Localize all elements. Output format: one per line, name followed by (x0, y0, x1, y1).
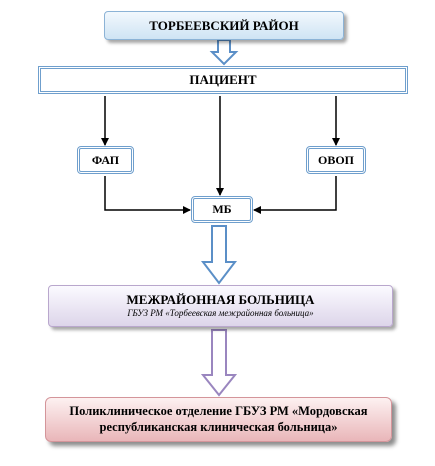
interdistrict-subtitle: ГБУЗ РМ «Торбеевская межрайонная больниц… (127, 308, 314, 319)
arrow-fap-to-mb (104, 176, 191, 214)
patient-title: ПАЦИЕНТ (189, 72, 257, 87)
patient-box: ПАЦИЕНТ (38, 66, 408, 94)
block-arrow-district-to-patient (209, 39, 239, 66)
block-arrow-mb-to-interdistrict (200, 225, 238, 285)
block-arrow-interdistrict-to-polyclinic (200, 329, 238, 397)
polyclinic-box: Поликлиническое отделение ГБУЗ РМ «Мордо… (45, 397, 392, 442)
interdistrict-title: МЕЖРАЙОННАЯ БОЛЬНИЦА (126, 292, 315, 308)
mb-box: МБ (191, 196, 253, 223)
polyclinic-title: Поликлиническое отделение ГБУЗ РМ «Мордо… (69, 403, 368, 434)
arrow-ovop-to-mb (253, 176, 337, 214)
district-title: ТОРБЕЕВСКИЙ РАЙОН (149, 17, 299, 33)
ovop-box: ОВОП (306, 146, 366, 174)
ovop-title: ОВОП (317, 152, 354, 167)
district-box: ТОРБЕЕВСКИЙ РАЙОН (104, 11, 344, 40)
interdistrict-hospital-box: МЕЖРАЙОННАЯ БОЛЬНИЦА ГБУЗ РМ «Торбеевска… (48, 285, 393, 327)
fap-box: ФАП (77, 146, 134, 174)
fap-title: ФАП (91, 152, 120, 167)
mb-title: МБ (212, 202, 232, 216)
